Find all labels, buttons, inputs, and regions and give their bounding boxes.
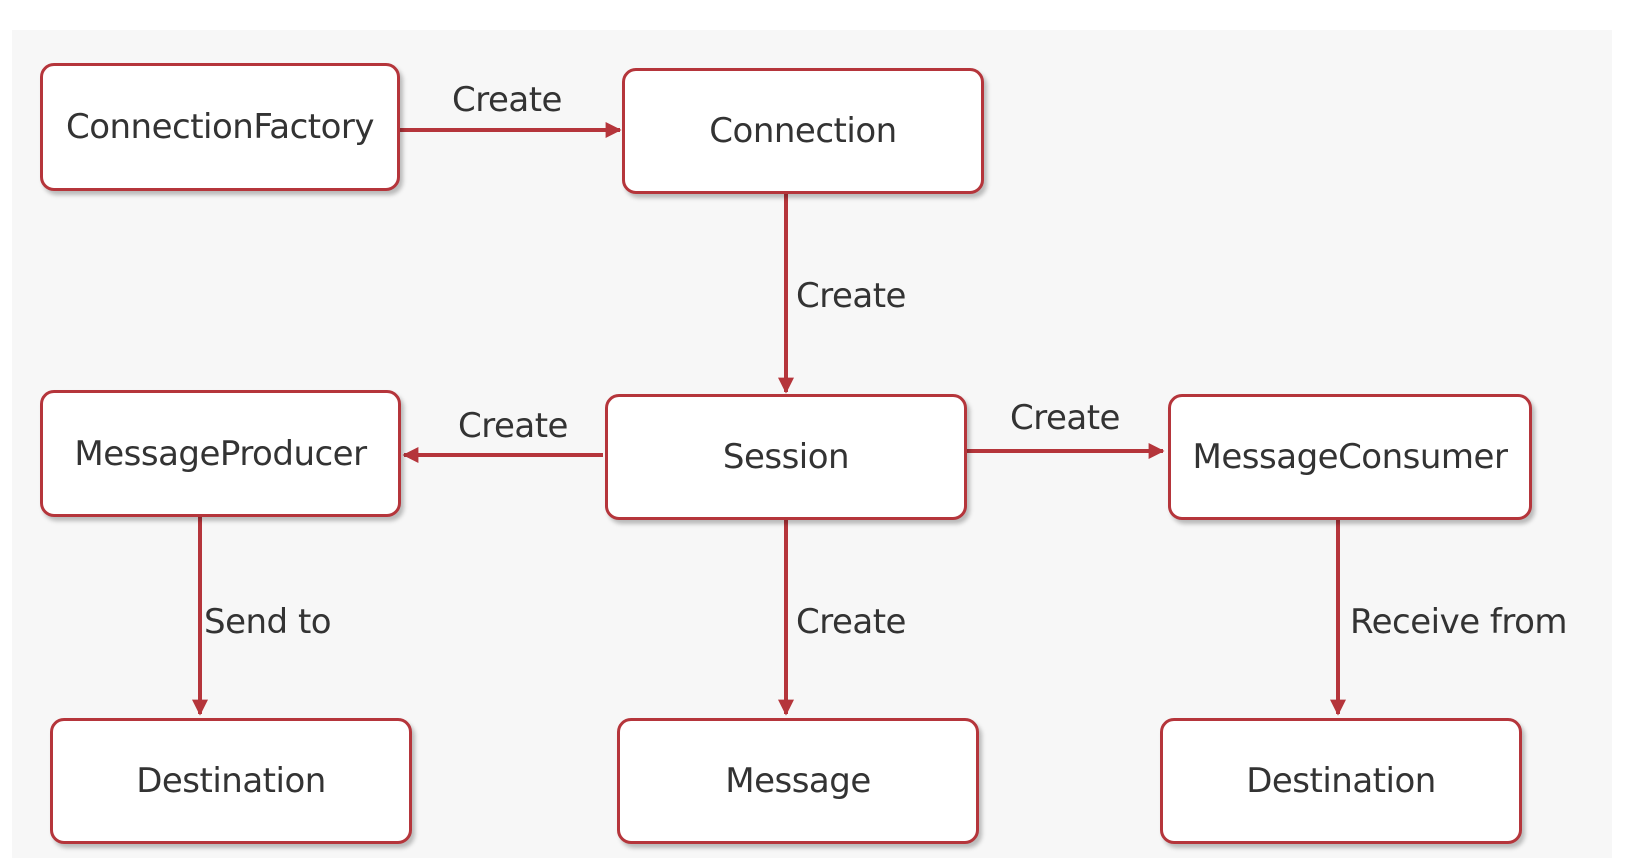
node-destination-consumer: Destination [1160,718,1522,844]
edge-label-session-producer: Create [458,406,568,446]
edge-label-consumer-destination: Receive from [1350,602,1568,642]
node-message: Message [617,718,979,844]
node-session: Session [605,394,967,520]
node-destination-producer: Destination [50,718,412,844]
edge-label-session-message: Create [796,602,906,642]
node-message-consumer: MessageConsumer [1168,394,1532,520]
node-connection: Connection [622,68,984,194]
edge-label-connection-session: Create [796,276,906,316]
node-message-producer: MessageProducer [40,390,401,517]
edge-label-session-consumer: Create [1010,398,1120,438]
node-connection-factory: ConnectionFactory [40,63,400,191]
edge-label-factory-connection: Create [452,80,562,120]
edge-label-producer-destination: Send to [204,602,332,642]
